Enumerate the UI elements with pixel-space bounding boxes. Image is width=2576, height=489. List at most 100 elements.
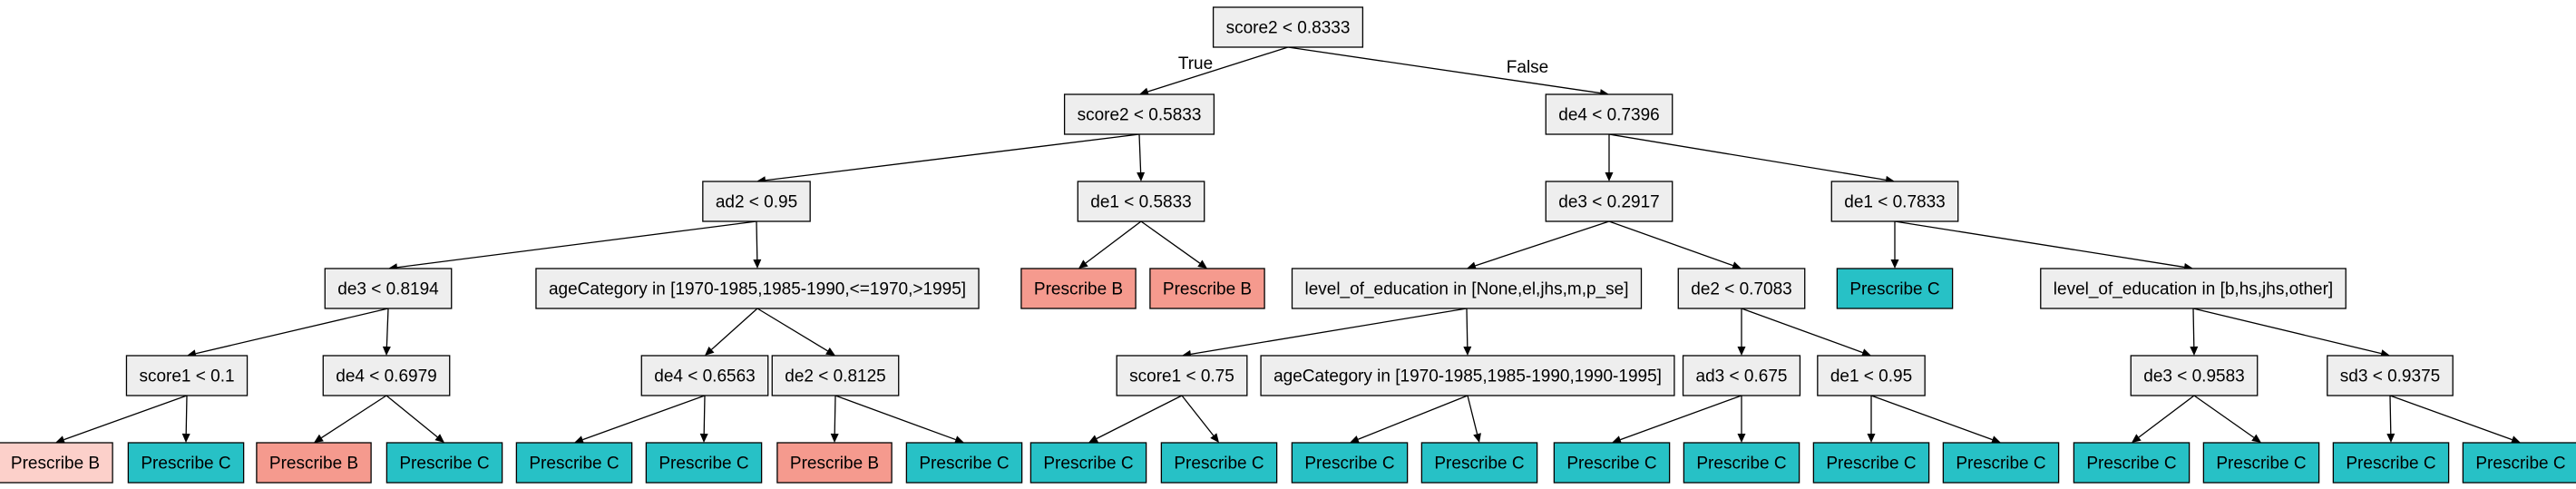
tree-node-n8: ageCategory in [1970-1985,1985-1990,<=19… <box>535 268 980 309</box>
split-node-box <box>2327 355 2454 396</box>
tree-node-n24: sd3 < 0.9375 <box>2327 355 2454 396</box>
node-label-prescribe-c: Prescribe C <box>1956 455 2045 474</box>
edge-line <box>1138 133 1142 173</box>
edge-n3-n8 <box>753 220 762 269</box>
edge-line <box>1894 220 2185 269</box>
node-label-score2-0-8333: score2 < 0.8333 <box>1226 19 1351 38</box>
leaf-node-box <box>1683 442 1800 484</box>
edge-line <box>582 395 706 441</box>
node-label-de4-0-6979: de4 < 0.6979 <box>336 367 436 386</box>
tree-node-n36: Prescribe C <box>1420 442 1538 484</box>
node-label-ad2-0-95: ad2 < 0.95 <box>716 193 797 212</box>
edge-line <box>1181 395 1215 436</box>
node-label-prescribe-b: Prescribe B <box>11 455 100 474</box>
split-node-box <box>125 355 249 396</box>
edge-line <box>63 395 188 441</box>
edge-n1-n3 <box>756 133 1140 185</box>
split-node-box <box>1677 268 1806 309</box>
node-label-prescribe-c: Prescribe C <box>1434 455 1524 474</box>
tree-node-n39: Prescribe C <box>1812 442 1930 484</box>
edge-line <box>2192 308 2195 347</box>
edge-line <box>1870 395 1993 441</box>
edge-n21-n37 <box>1612 395 1742 444</box>
node-label-score1-0-75: score1 < 0.75 <box>1129 367 1234 386</box>
arrow-head <box>753 259 762 269</box>
leaf-node-box <box>2202 442 2320 484</box>
node-label-prescribe-c: Prescribe C <box>1043 455 1133 474</box>
edge-line <box>2389 395 2392 435</box>
edge-n14-n23 <box>2190 308 2199 356</box>
edge-n20-n36 <box>1467 395 1481 443</box>
arrow-head <box>830 433 839 443</box>
arrow-head <box>1139 87 1149 96</box>
edge-line <box>1741 308 1863 354</box>
edge-n7-n15 <box>187 308 389 358</box>
node-label-de2-0-8125: de2 < 0.8125 <box>785 367 885 386</box>
arrow-head <box>2190 346 2199 356</box>
arrow-head <box>1737 434 1746 443</box>
tree-node-n11: level_of_education in [None,el,jhs,m,p_s… <box>1291 268 1643 309</box>
node-label-prescribe-c: Prescribe C <box>529 455 619 474</box>
arrow-head <box>1463 346 1472 356</box>
tree-node-n14: level_of_education in [b,hs,jhs,other] <box>2040 268 2347 309</box>
arrow-head <box>1473 433 1481 443</box>
split-node-box <box>640 355 769 396</box>
tree-node-n28: Prescribe C <box>385 442 503 484</box>
node-label-de1-0-95: de1 < 0.95 <box>1830 367 1912 386</box>
arrow-head <box>1350 435 1360 444</box>
node-label-prescribe-c: Prescribe C <box>141 455 230 474</box>
edge-line <box>1140 220 1201 264</box>
leaf-node-box <box>1029 442 1147 484</box>
node-label-de3-0-9583: de3 < 0.9583 <box>2143 367 2244 386</box>
edge-n21-n38 <box>1737 396 1746 443</box>
node-label-prescribe-b: Prescribe B <box>269 455 358 474</box>
split-node-box <box>1116 355 1248 396</box>
arrow-head <box>1210 433 1219 443</box>
edge-line <box>1467 395 1478 435</box>
leaf-node-box <box>645 442 763 484</box>
node-label-prescribe-c: Prescribe C <box>2346 455 2435 474</box>
arrow-head <box>1890 259 1899 269</box>
tree-node-n18: de2 < 0.8125 <box>771 355 900 396</box>
arrow-head <box>55 435 65 444</box>
edge-n6-n14 <box>1894 220 2193 271</box>
arrow-head <box>181 433 190 443</box>
edge-n7-n16 <box>382 308 391 356</box>
edge-n11-n20 <box>1463 308 1472 356</box>
leaf-node-box <box>256 442 372 484</box>
edge-line <box>711 308 758 350</box>
edge-line <box>385 308 389 347</box>
edge-n17-n30 <box>699 395 708 443</box>
leaf-node-box <box>2073 442 2191 484</box>
leaf-node-box <box>776 442 893 484</box>
arrow-head <box>954 435 964 444</box>
node-label-level-of-education-in-none-el-jhs-m-p-se: level_of_education in [None,el,jhs,m,p_s… <box>1304 280 1628 299</box>
node-label-prescribe-c: Prescribe C <box>399 455 489 474</box>
tree-node-n4: de1 < 0.5833 <box>1077 181 1205 222</box>
edge-line <box>396 220 757 269</box>
edge-line <box>1608 133 1887 181</box>
tree-node-n3: ad2 < 0.95 <box>702 181 811 222</box>
edge-n4-n10 <box>1140 220 1207 269</box>
arrow-head <box>382 346 391 356</box>
edge-n18-n31 <box>830 395 839 443</box>
tree-node-n41: Prescribe C <box>2073 442 2191 484</box>
node-label-prescribe-c: Prescribe C <box>2475 455 2565 474</box>
tree-node-n30: Prescribe C <box>645 442 763 484</box>
leaf-node-box <box>1553 442 1671 484</box>
node-label-prescribe-c: Prescribe C <box>1304 455 1394 474</box>
edge-n2-n6 <box>1608 133 1895 184</box>
tree-node-n13: Prescribe C <box>1836 268 1954 309</box>
edge-line <box>385 395 438 438</box>
tree-node-n32: Prescribe C <box>905 442 1023 484</box>
split-node-box <box>2040 268 2347 309</box>
edge-line <box>834 395 836 435</box>
tree-node-n12: de2 < 0.7083 <box>1677 268 1806 309</box>
edge-n17-n29 <box>574 395 706 444</box>
node-label-score1-0-1: score1 < 0.1 <box>139 367 234 386</box>
edge-line <box>1147 46 1289 93</box>
arrow-head <box>699 433 708 443</box>
split-node-box <box>1212 6 1364 48</box>
edge-label-true: True <box>1178 54 1213 73</box>
